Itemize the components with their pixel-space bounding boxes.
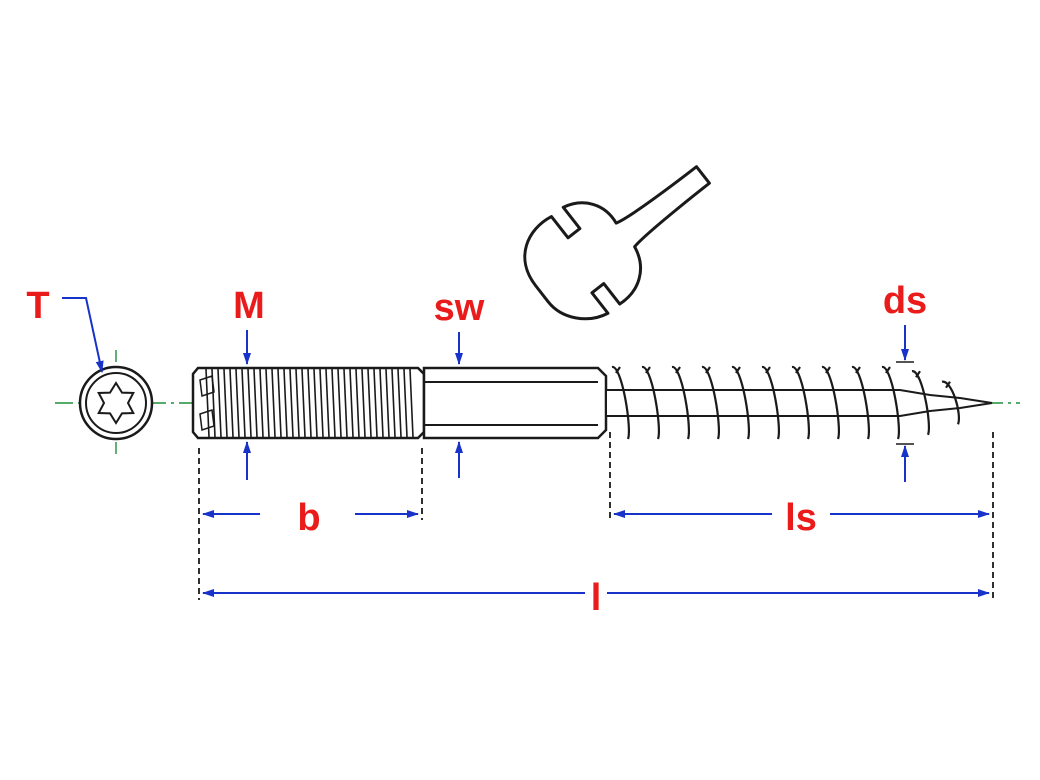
torx-drive-icon: [78, 350, 154, 456]
label-ls: ls: [785, 497, 817, 539]
wrench-icon: [523, 165, 711, 321]
extension-lines: [198, 432, 994, 600]
label-ds: ds: [883, 280, 927, 322]
wood-thread: [605, 365, 993, 440]
label-b: b: [297, 497, 320, 539]
label-sw: sw: [434, 287, 485, 329]
leader-t: [62, 297, 104, 373]
label-m: M: [233, 285, 265, 327]
label-t: T: [26, 285, 49, 327]
hex-collar: [422, 366, 608, 440]
label-l: l: [591, 577, 602, 619]
machine-thread: [191, 366, 426, 440]
dimension-ds: [896, 325, 914, 482]
